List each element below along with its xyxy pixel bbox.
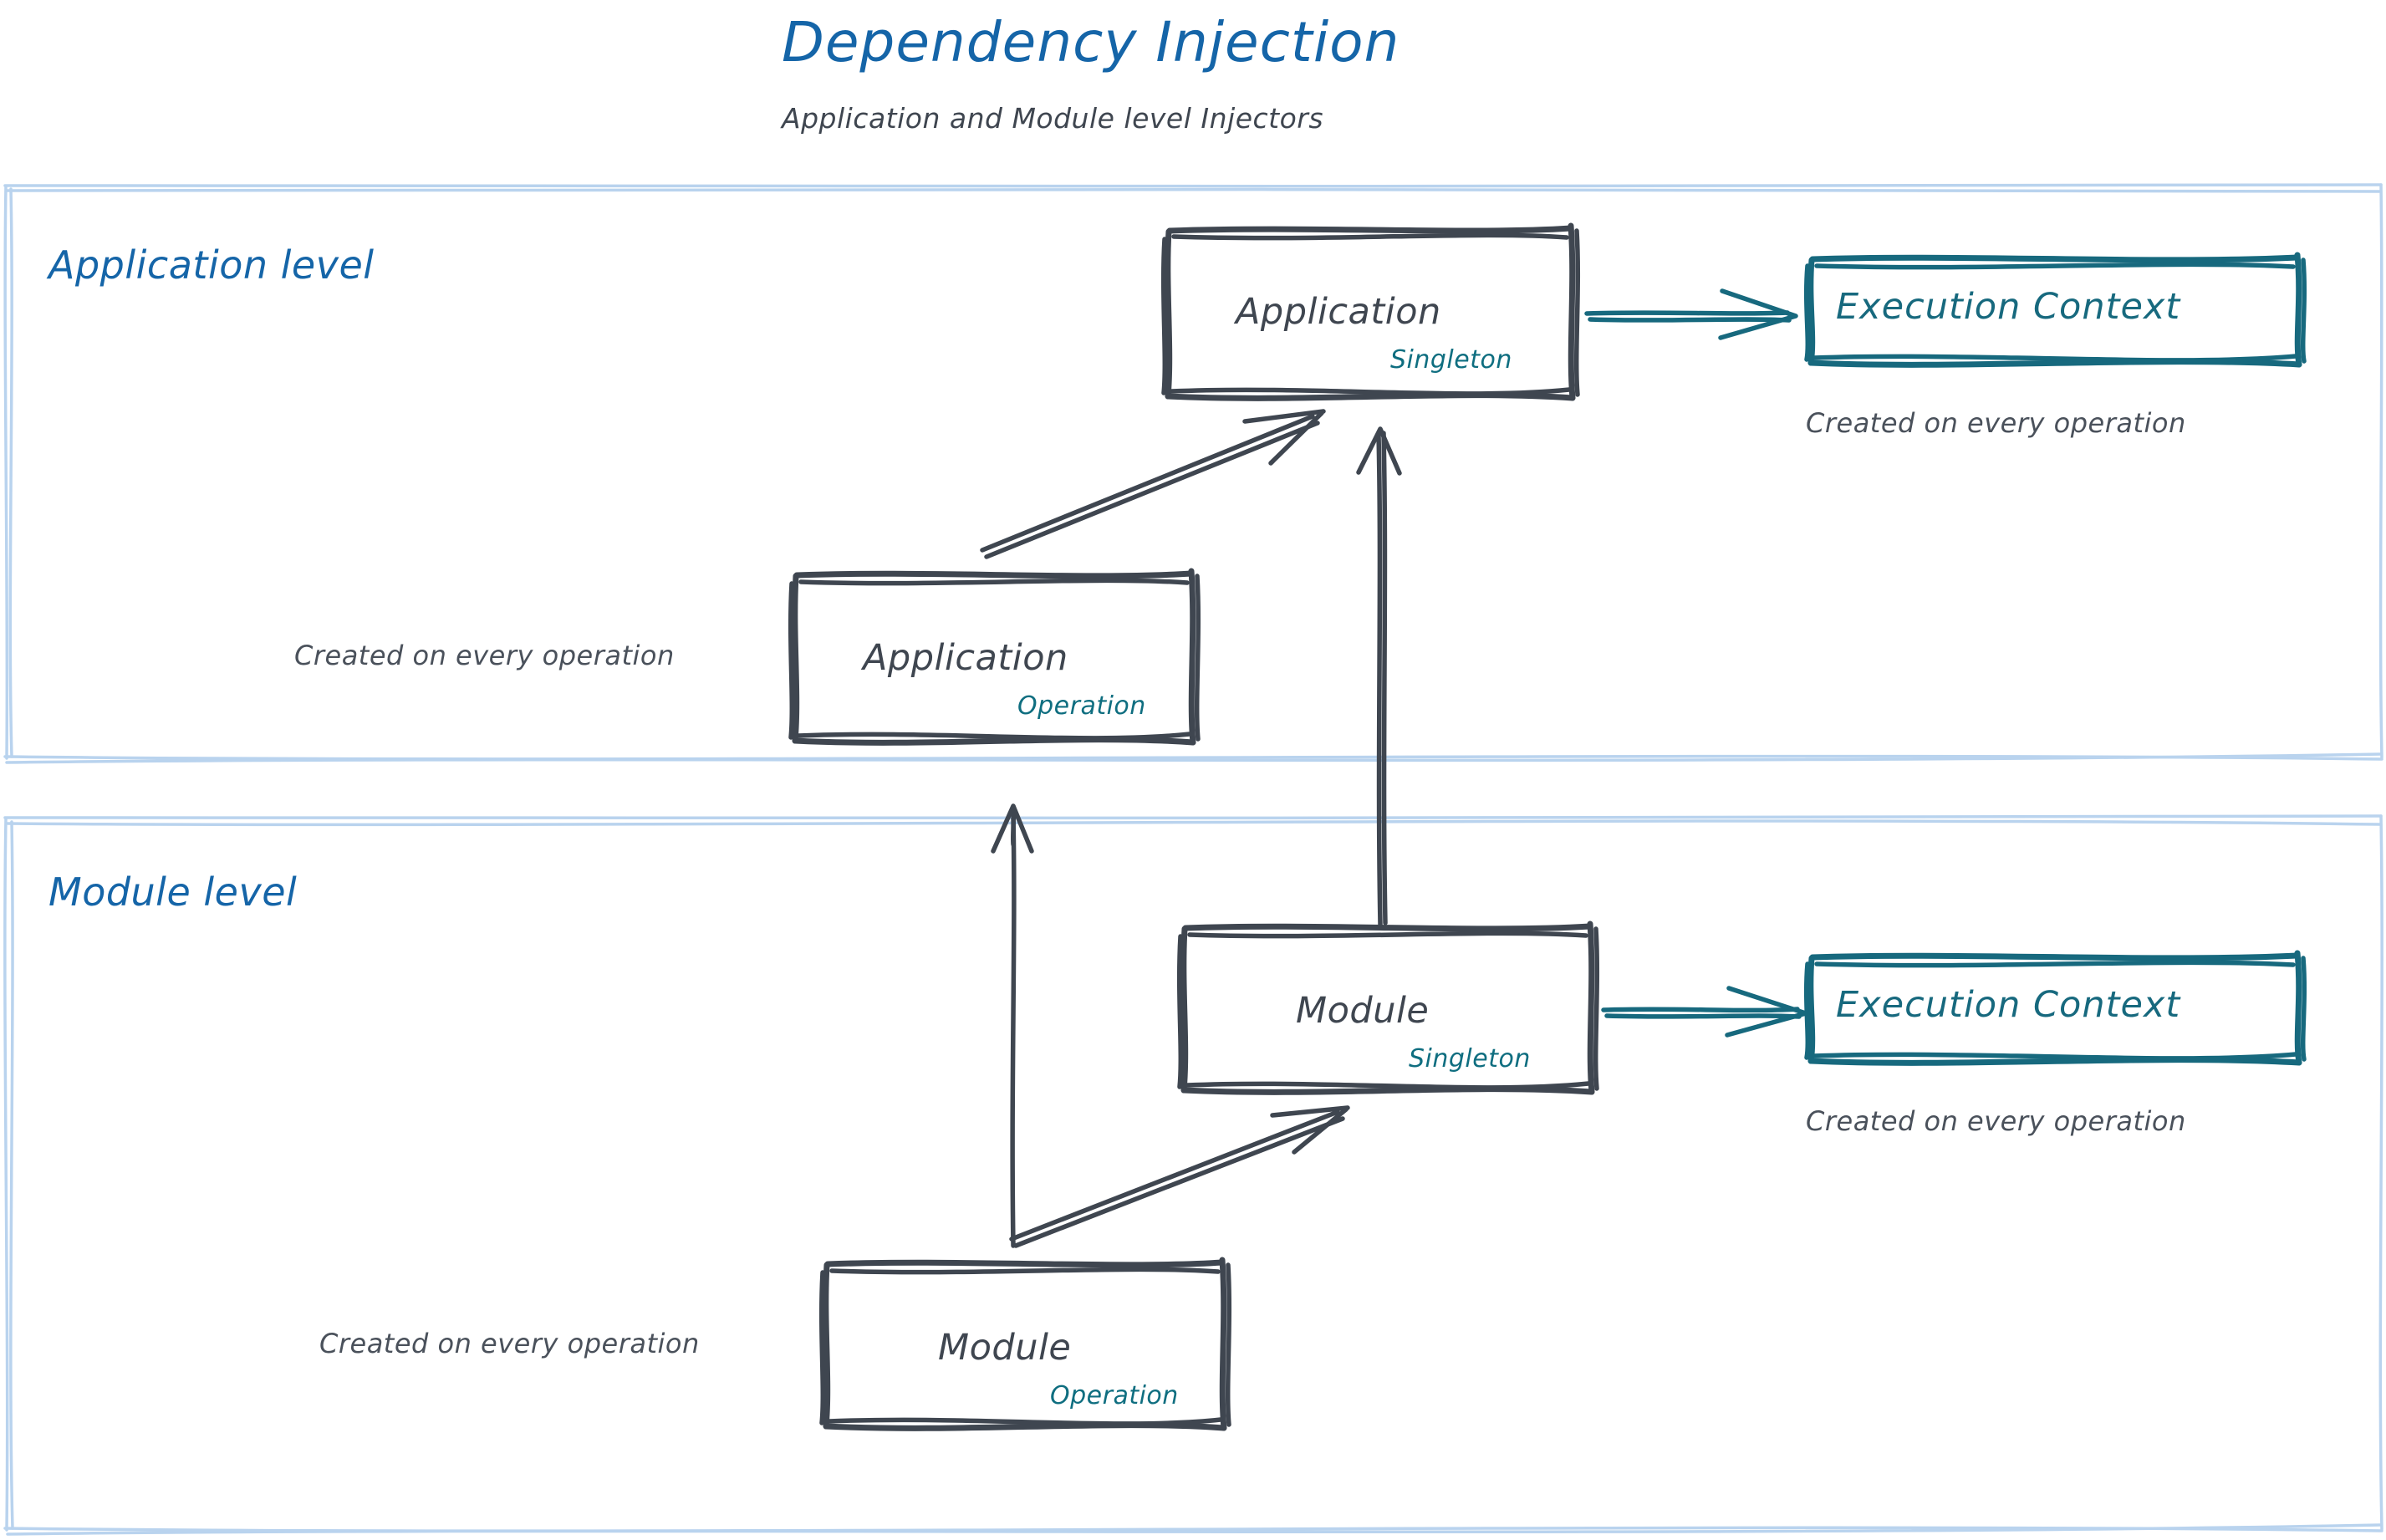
node-application-operation[interactable]: Application Operation: [792, 569, 1201, 748]
page-subtitle: Application and Module level Injectors: [782, 102, 1324, 135]
node-title: Module: [938, 1327, 1072, 1369]
caption-application-operation: Created on every operation: [294, 640, 675, 671]
node-application-execution-context-box: [1803, 252, 2307, 368]
node-scope-badge: Singleton: [1390, 345, 1512, 375]
node-module-singleton[interactable]: Module Singleton: [1180, 921, 1598, 1099]
node-module-execution-context[interactable]: Execution Context: [1807, 951, 2309, 1068]
edge-module-singleton-to-app-singleton: [1356, 426, 1402, 927]
node-title: Application: [863, 637, 1068, 679]
caption-module-execution-context: Created on every operation: [1806, 1105, 2186, 1137]
edge-app-singleton-to-context: [1584, 288, 1798, 340]
edge-module-operation-to-module-singleton: [1009, 1105, 1350, 1248]
node-title: Application: [1236, 291, 1441, 333]
node-application-execution-context[interactable]: Execution Context: [1807, 252, 2309, 370]
node-module-execution-context-box: [1803, 950, 2307, 1066]
caption-application-execution-context: Created on every operation: [1806, 407, 2186, 439]
application-level-container: [3, 182, 2383, 764]
node-title: Module: [1296, 990, 1430, 1032]
page-title: Dependency Injection: [782, 10, 1400, 74]
edge-app-operation-to-app-singleton: [980, 409, 1326, 559]
node-scope-badge: Operation: [1017, 691, 1146, 721]
caption-module-operation: Created on every operation: [319, 1328, 700, 1359]
node-module-operation-box: [818, 1257, 1232, 1431]
node-application-operation-box: [788, 568, 1201, 746]
edge-module-singleton-to-context: [1601, 986, 1808, 1038]
edge-module-operation-to-app-operation: [991, 803, 1034, 1248]
node-module-operation[interactable]: Module Operation: [823, 1257, 1232, 1435]
level-label-application: Application level: [48, 242, 375, 288]
level-label-module: Module level: [48, 869, 298, 915]
node-module-singleton-box: [1176, 920, 1600, 1095]
node-scope-badge: Singleton: [1409, 1044, 1531, 1073]
node-scope-badge: Operation: [1050, 1381, 1179, 1410]
node-application-singleton[interactable]: Application Singleton: [1165, 224, 1583, 404]
node-title: Execution Context: [1836, 984, 2181, 1026]
node-application-singleton-box: [1160, 222, 1581, 401]
node-title: Execution Context: [1836, 286, 2181, 328]
